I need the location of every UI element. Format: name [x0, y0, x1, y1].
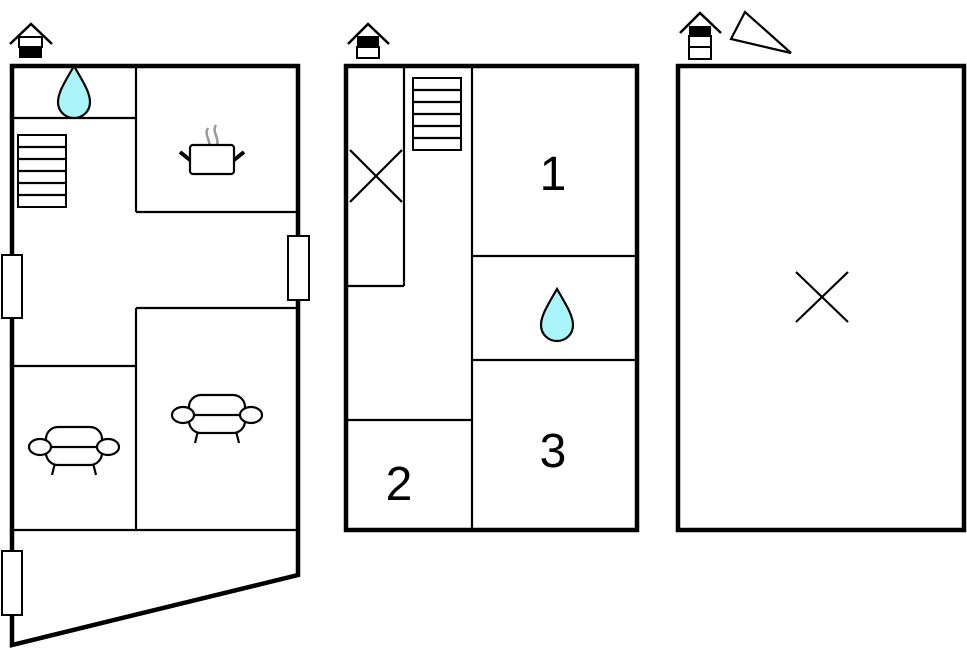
- void-cross-icon: [349, 149, 403, 203]
- bedroom-label-2: 2: [386, 458, 413, 511]
- house-level-ground-icon: [9, 22, 53, 58]
- water-drop-icon: [56, 64, 92, 120]
- house-level-attic-icon: [679, 11, 722, 60]
- water-drop-icon: [539, 287, 575, 343]
- ground-floor-plan: [1, 22, 310, 648]
- attic-plan: [675, 10, 967, 533]
- window: [287, 235, 310, 301]
- sofa-icon: [27, 425, 121, 477]
- window: [1, 550, 23, 616]
- bedroom-label-1: 1: [540, 148, 567, 201]
- sofa-icon: [170, 393, 264, 445]
- first-floor-outline: [343, 63, 640, 533]
- void-cross-icon: [795, 271, 849, 323]
- attic-outline: [675, 63, 967, 533]
- stairs-icon: [411, 76, 463, 152]
- stairs-icon: [16, 133, 68, 209]
- window: [1, 254, 23, 319]
- roof-slope-icon: [729, 10, 792, 55]
- first-floor-plan: 1 2 3: [343, 22, 640, 533]
- ground-floor-outline: [9, 63, 301, 648]
- cooking-pot-icon: [178, 124, 246, 176]
- house-level-first-icon: [347, 22, 390, 59]
- bedroom-label-3: 3: [540, 425, 567, 478]
